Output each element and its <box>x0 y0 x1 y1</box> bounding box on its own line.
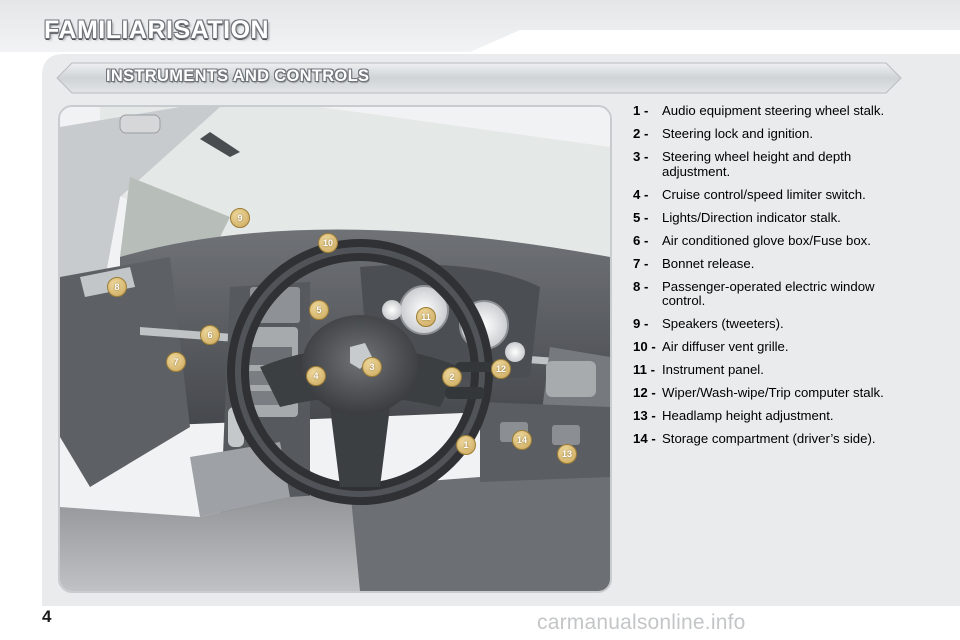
callout-number: 7 <box>173 357 179 367</box>
legend-text: Lights/Direction indicator stalk. <box>662 209 841 225</box>
section-banner <box>56 62 902 94</box>
callout-badge-14: 14 <box>512 430 532 450</box>
legend-text: Cruise control/speed limiter switch. <box>662 186 866 202</box>
callout-badge-5: 5 <box>309 300 329 320</box>
legend-item: 9 - Speakers (tweeters). <box>633 316 895 332</box>
legend-number: 14 - <box>633 431 656 446</box>
legend-text: Audio equipment steering wheel stalk. <box>662 103 885 118</box>
callout-badge-4: 4 <box>306 366 326 386</box>
legend-number: 2 - <box>633 126 649 141</box>
callout-number: 9 <box>237 213 243 223</box>
callout-number: 14 <box>516 435 527 445</box>
callout-badge-10: 10 <box>318 233 338 253</box>
legend-number: 3 - <box>633 149 649 164</box>
legend-item: 13 - Headlamp height adjustment. <box>633 408 895 424</box>
callout-number: 11 <box>421 312 431 322</box>
legend-item: 2 - Steering lock and ignition. <box>633 126 895 142</box>
callout-markers: 1 2 3 4 5 6 7 8 9 10 11 12 13 14 <box>60 107 610 591</box>
legend-text: Steering wheel height and depth adjustme… <box>662 149 852 179</box>
legend-text: Wiper/Wash-wipe/Trip computer stalk. <box>662 385 884 400</box>
legend-number: 8 - <box>633 278 649 294</box>
legend-number: 13 - <box>633 408 656 423</box>
legend-text: Bonnet release. <box>662 255 755 271</box>
callout-badge-6: 6 <box>200 325 220 345</box>
callout-badge-8: 8 <box>107 277 127 297</box>
watermark: carmanualsonline.info <box>537 611 746 634</box>
dashboard-illustration: 1 2 3 4 5 6 7 8 9 10 11 12 13 14 <box>58 105 612 593</box>
callout-number: 2 <box>449 372 455 382</box>
legend-item: 12 - Wiper/Wash-wipe/Trip computer stalk. <box>633 385 895 401</box>
legend-item: 14 - Storage compartment (driver’s side). <box>633 431 895 447</box>
callout-badge-2: 2 <box>442 367 462 387</box>
legend-item: 8 - Passenger-operated electric window co… <box>633 278 895 309</box>
legend-number: 5 - <box>633 209 649 225</box>
section-title: INSTRUMENTS AND CONTROLS <box>106 67 370 85</box>
header-band <box>0 0 960 52</box>
callout-number: 5 <box>316 305 322 315</box>
legend-item: 1 - Audio equipment steering wheel stalk. <box>633 103 895 119</box>
legend-text: Speakers (tweeters). <box>662 316 784 331</box>
page-title: FAMILIARISATION <box>44 16 270 44</box>
callout-badge-9: 9 <box>230 208 250 228</box>
legend-item: 4 - Cruise control/speed limiter switch. <box>633 186 895 203</box>
page-number: 4 <box>42 607 52 626</box>
legend-item: 11 - Instrument panel. <box>633 362 895 378</box>
callout-number: 10 <box>322 238 333 248</box>
legend-text: Storage compartment (driver’s side). <box>662 431 876 446</box>
legend-number: 12 - <box>633 385 656 400</box>
legend-text: Air diffuser vent grille. <box>662 339 789 354</box>
callout-badge-11: 11 <box>416 307 436 327</box>
legend-number: 11 - <box>633 362 655 377</box>
legend-text: Passenger-operated electric window contr… <box>662 278 875 308</box>
legend-item: 5 - Lights/Direction indicator stalk. <box>633 209 895 226</box>
callout-number: 6 <box>207 330 213 340</box>
legend-text: Headlamp height adjustment. <box>662 408 834 423</box>
legend-number: 10 - <box>633 339 656 354</box>
legend-item: 3 - Steering wheel height and depth adjus… <box>633 149 895 179</box>
legend-number: 4 - <box>633 186 649 202</box>
callout-badge-1: 1 <box>456 435 476 455</box>
legend-item: 6 - Air conditioned glove box/Fuse box. <box>633 232 895 249</box>
callout-number: 12 <box>495 364 506 374</box>
legend-text: Instrument panel. <box>662 362 764 377</box>
legend-item: 10 - Air diffuser vent grille. <box>633 339 895 355</box>
legend-number: 9 - <box>633 316 649 331</box>
legend-text: Steering lock and ignition. <box>662 126 814 141</box>
legend-number: 7 - <box>633 255 649 271</box>
callout-number: 13 <box>561 449 572 459</box>
callout-number: 8 <box>114 282 120 292</box>
legend-number: 6 - <box>633 232 649 248</box>
callout-badge-3: 3 <box>362 357 382 377</box>
callout-number: 4 <box>313 371 319 381</box>
legend-text: Air conditioned glove box/Fuse box. <box>662 232 871 248</box>
callout-badge-7: 7 <box>166 352 186 372</box>
callout-number: 3 <box>369 362 375 372</box>
callout-badge-13: 13 <box>557 444 577 464</box>
callout-number: 1 <box>463 440 469 450</box>
legend-item: 7 - Bonnet release. <box>633 255 895 272</box>
legend-number: 1 - <box>633 103 649 118</box>
callout-badge-12: 12 <box>491 359 511 379</box>
controls-legend: 1 - Audio equipment steering wheel stalk.… <box>633 103 895 455</box>
